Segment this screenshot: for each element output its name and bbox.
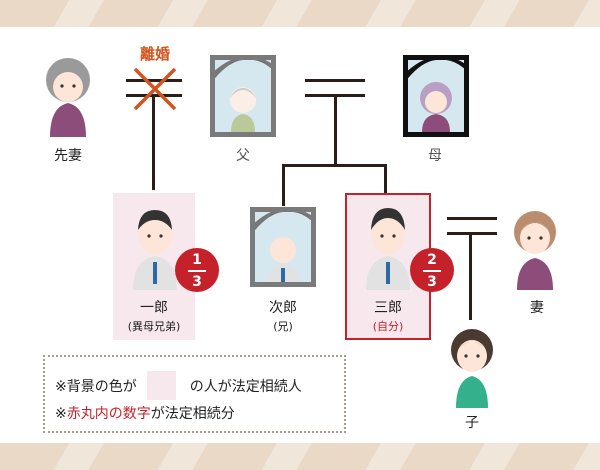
divorce-label: 離婚 xyxy=(139,45,171,63)
former-wife-label: 先妻 xyxy=(54,148,82,164)
legend-heir-swatch xyxy=(146,371,176,400)
descent-line xyxy=(469,232,472,320)
share-denominator: 3 xyxy=(427,274,437,290)
wife-figure xyxy=(514,211,556,290)
mourning-ribbon-icon xyxy=(408,60,464,79)
marriage-line xyxy=(447,232,497,235)
legend-line2-rest: が法定相続分 xyxy=(150,406,235,422)
jiro-label: 次郎 xyxy=(269,300,297,316)
legend-box: ※背景の色が の人が法定相続人 ※赤丸内の数字が法定相続分 xyxy=(43,355,346,433)
father-portrait xyxy=(210,55,276,137)
legend-line2-mark: ※ xyxy=(55,406,67,422)
child-figure xyxy=(451,329,493,408)
legend-line1-suffix: の人が法定相続人 xyxy=(189,378,302,395)
descent-line xyxy=(282,164,285,206)
mother-portrait xyxy=(403,55,469,137)
former-wife-figure xyxy=(46,58,90,137)
bottom-banner xyxy=(0,443,600,470)
marriage-line xyxy=(447,217,497,220)
divorce-cross-icon xyxy=(133,67,177,111)
sibling-line xyxy=(282,164,387,167)
father-label: 父 xyxy=(236,148,250,164)
descent-line xyxy=(152,94,155,190)
share-numerator: 1 xyxy=(192,252,202,268)
ichiro-note: (異母兄弟) xyxy=(127,320,181,333)
share-numerator: 2 xyxy=(427,252,437,268)
legend-line2-red: 赤丸内の数字 xyxy=(66,406,151,422)
mother-label: 母 xyxy=(428,148,442,164)
saburo-label: 三郎 xyxy=(374,300,402,316)
mourning-ribbon-icon xyxy=(215,60,271,79)
jiro-note: (兄) xyxy=(273,320,293,333)
jiro-portrait xyxy=(250,207,316,287)
descent-line xyxy=(334,94,337,166)
ichiro-figure xyxy=(133,210,177,290)
marriage-line xyxy=(126,79,182,82)
marriage-line xyxy=(305,79,365,82)
top-banner xyxy=(0,0,600,27)
saburo-figure xyxy=(366,208,410,290)
mourning-ribbon-icon xyxy=(255,212,311,231)
share-denominator: 3 xyxy=(192,274,202,290)
saburo-note: (自分) xyxy=(372,320,404,333)
descent-line xyxy=(384,164,387,194)
child-label: 子 xyxy=(465,415,479,431)
legend-line1-prefix: ※背景の色が xyxy=(55,378,137,395)
ichiro-label: 一郎 xyxy=(140,300,168,316)
wife-label: 妻 xyxy=(530,300,544,316)
